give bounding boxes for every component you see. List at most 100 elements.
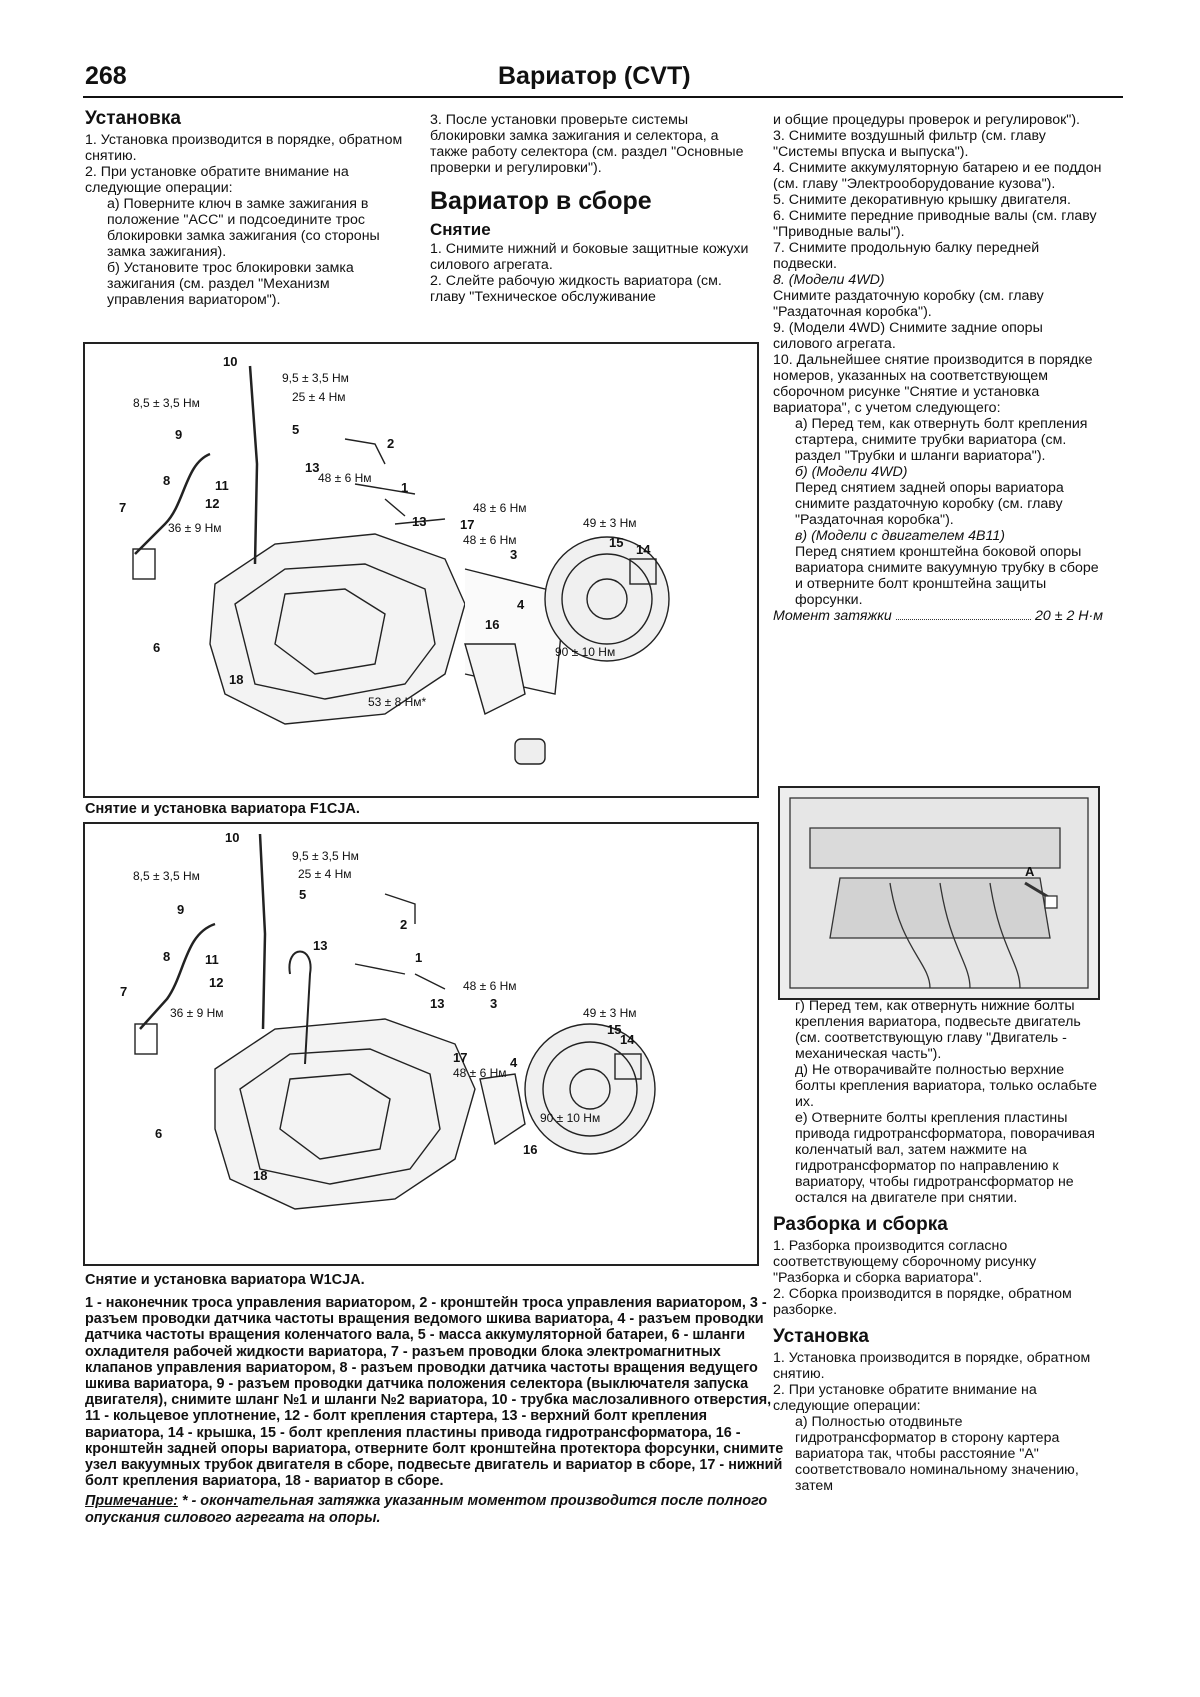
callout: 9	[177, 902, 184, 917]
callout: 15	[607, 1022, 621, 1037]
torque-label: 49 ± 3 Нм	[583, 1006, 637, 1020]
col3-r1: 1. Разборка производится согласно соотве…	[773, 1238, 1037, 1286]
callout: 12	[209, 975, 223, 990]
f1cja-torque-labels: 9,5 ± 3,5 Нм 25 ± 4 Нм 8,5 ± 3,5 Нм 48 ±…	[133, 371, 637, 709]
f1cja-callouts: 10 5 2 9 13 1 8 11 12 7 13 17 3 15 14 4 …	[119, 354, 651, 687]
col1-pb: б) Установите трос блокировки замка зажи…	[107, 260, 354, 308]
col3-pg: г) Перед тем, как отвернуть нижние болты…	[795, 998, 1081, 1062]
col3-u2: 2. При установке обратите внимание на сл…	[773, 1382, 1037, 1414]
torque-label: 36 ± 9 Нм	[170, 1006, 224, 1020]
callout: 9	[175, 427, 182, 442]
f1cja-diagram: 9,5 ± 3,5 Нм 25 ± 4 Нм 8,5 ± 3,5 Нм 48 ±…	[119, 354, 670, 765]
callout: 3	[490, 996, 497, 1011]
callout: 17	[453, 1050, 467, 1065]
col3-p3: 3. Снимите воздушный фильтр (см. главу "…	[773, 128, 1046, 160]
col3-text-lower: г) Перед тем, как отвернуть нижние болты…	[773, 998, 1103, 1494]
torque-label: 48 ± 6 Нм	[463, 979, 517, 993]
callout: 6	[153, 640, 160, 655]
callout: 4	[517, 597, 525, 612]
callout: 8	[163, 949, 170, 964]
callout: 8	[163, 473, 170, 488]
col3-pb2: Перед снятием задней опоры вариатора сни…	[795, 480, 1064, 528]
callout: 5	[299, 887, 306, 902]
col3-pv2: Перед снятием кронштейна боковой опоры в…	[795, 544, 1099, 608]
torque-label: 53 ± 8 Нм*	[368, 695, 427, 709]
torque-label: 49 ± 3 Нм	[583, 516, 637, 530]
torque-label: Момент затяжки	[773, 608, 892, 624]
removal-subheading: Снятие	[430, 220, 491, 239]
figure-w1cja-caption: Снятие и установка вариатора W1CJA.	[85, 1272, 365, 1288]
callout: 18	[229, 672, 243, 687]
callout: 2	[400, 917, 407, 932]
col3-p6: 6. Снимите передние приводные валы (см. …	[773, 208, 1097, 240]
torque-label: 48 ± 6 Нм	[318, 471, 372, 485]
callout: 7	[119, 500, 126, 515]
callout: 5	[292, 422, 299, 437]
col3-p10: 10. Дальнейшее снятие производится в пор…	[773, 352, 1093, 416]
installation2-heading: Установка	[773, 1326, 869, 1347]
callout: 14	[636, 542, 651, 557]
label-a: A	[1025, 864, 1035, 879]
col3-ua: а) Полностью отодвиньте гидротрансформат…	[795, 1414, 1079, 1494]
w1cja-callouts: 10 5 2 9 13 8 11 1 12 7 13 3 15 14 17 4 …	[120, 830, 635, 1183]
col1-p1: 1. Установка производится в порядке, обр…	[85, 132, 403, 164]
col1-text: Установка 1. Установка производится в по…	[85, 108, 403, 308]
torque-label: 8,5 ± 3,5 Нм	[133, 396, 200, 410]
callout: 15	[609, 535, 623, 550]
col1-pa: а) Поверните ключ в замке зажигания в по…	[107, 196, 380, 260]
callout: 12	[205, 496, 219, 511]
torque-label: 48 ± 6 Нм	[473, 501, 527, 515]
a-photo-drawing: A	[789, 797, 1089, 989]
col3-p9: 9. (Модели 4WD) Снимите задние опоры сил…	[773, 320, 1043, 352]
col2-p3: 3. После установки проверьте системы бло…	[430, 112, 744, 176]
callout: 16	[485, 617, 499, 632]
callout: 13	[313, 938, 327, 953]
torque-label: 9,5 ± 3,5 Нм	[292, 849, 359, 863]
col3-p4: 4. Снимите аккумуляторную батарею и ее п…	[773, 160, 1102, 192]
callout: 2	[387, 436, 394, 451]
disassembly-heading: Разборка и сборка	[773, 1214, 948, 1235]
page-number: 268	[85, 62, 127, 90]
note-text: * - окончательная затяжка указанным моме…	[85, 1493, 768, 1526]
torque-label: 90 ± 10 Нм	[555, 645, 615, 659]
col2-text: 3. После установки проверьте системы бло…	[430, 112, 756, 305]
col2-p1: 1. Снимите нижний и боковые защитные кож…	[430, 241, 749, 273]
col3-p8b: Снимите раздаточную коробку (см. главу "…	[773, 288, 1044, 320]
col3-p8a: 8. (Модели 4WD)	[773, 272, 885, 288]
legend-note: Примечание: * - окончательная затяжка ук…	[85, 1493, 785, 1525]
callout: 1	[401, 480, 408, 495]
callout: 14	[620, 1032, 635, 1047]
assembly-heading: Вариатор в сборе	[430, 187, 652, 215]
col3-p5: 5. Снимите декоративную крышку двигателя…	[773, 192, 1071, 208]
torque-label: 8,5 ± 3,5 Нм	[133, 869, 200, 883]
col3-r2: 2. Сборка производится в порядке, обратн…	[773, 1286, 1072, 1318]
torque-label: 48 ± 6 Нм	[463, 533, 517, 547]
callout: 16	[523, 1142, 537, 1157]
callout: 6	[155, 1126, 162, 1141]
col3-p0: и общие процедуры проверок и регулировок…	[773, 112, 1080, 128]
col3-pe: е) Отверните болты крепления пластины пр…	[795, 1110, 1095, 1206]
torque-label: 25 ± 4 Нм	[298, 867, 352, 881]
callout: 17	[460, 517, 474, 532]
torque-label: 9,5 ± 3,5 Нм	[282, 371, 349, 385]
callout: 10	[223, 354, 237, 369]
callout: 1	[415, 950, 422, 965]
installation-heading: Установка	[85, 108, 181, 129]
w1cja-diagram: 9,5 ± 3,5 Нм 25 ± 4 Нм 8,5 ± 3,5 Нм 48 ±…	[120, 830, 656, 1210]
callout: 3	[510, 547, 517, 562]
callout: 4	[510, 1055, 518, 1070]
col3-u1: 1. Установка производится в порядке, обр…	[773, 1350, 1091, 1382]
torque-leader	[895, 608, 1032, 620]
callout: 13	[430, 996, 444, 1011]
col2-p2: 2. Слейте рабочую жидкость вариатора (см…	[430, 273, 722, 305]
torque-value: 20 ± 2 Н·м	[1035, 608, 1103, 624]
callout: 18	[253, 1168, 267, 1183]
torque-label: 48 ± 6 Нм	[453, 1066, 507, 1080]
figure-w1cja: 9,5 ± 3,5 Нм 25 ± 4 Нм 8,5 ± 3,5 Нм 48 ±…	[83, 822, 759, 1266]
col3-p7: 7. Снимите продольную балку передней под…	[773, 240, 1040, 272]
legend-text: 1 - наконечник троса управления вариатор…	[85, 1295, 784, 1490]
col3-pb1: б) (Модели 4WD)	[795, 464, 908, 480]
figure-legend: 1 - наконечник троса управления вариатор…	[85, 1295, 785, 1526]
note-label: Примечание:	[85, 1493, 178, 1510]
callout: 13	[412, 514, 426, 529]
